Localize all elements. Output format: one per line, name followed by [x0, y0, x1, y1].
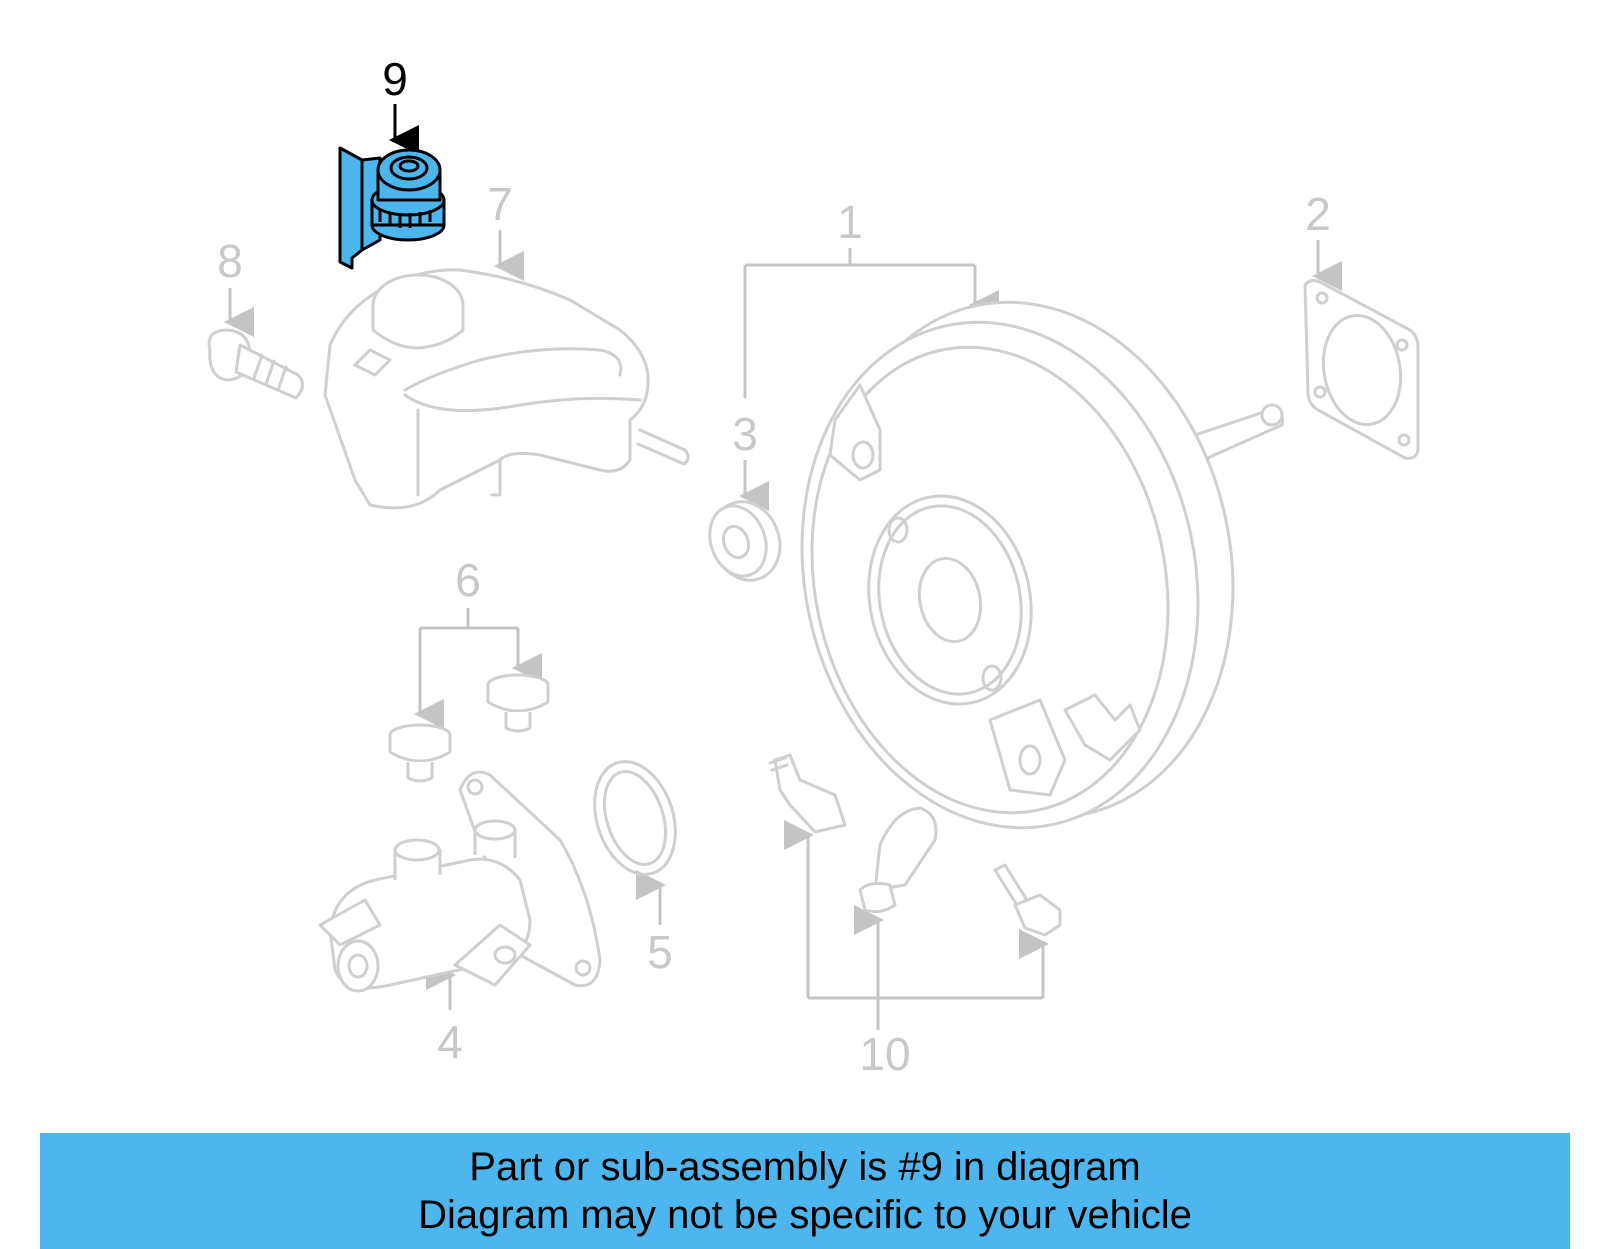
callout-2: 2: [1305, 188, 1331, 240]
part-1-brake-booster[interactable]: 1: [743, 196, 1284, 865]
callout-7: 7: [487, 178, 513, 230]
callout-5: 5: [647, 926, 673, 978]
banner-line-1: Part or sub-assembly is #9 in diagram: [469, 1145, 1141, 1189]
parts-diagram: 9 8 7 6: [207, 53, 1420, 1080]
callout-10: 10: [859, 1028, 910, 1080]
part-10-fittings[interactable]: 10: [768, 753, 1062, 1080]
part-9-bracket: [338, 146, 364, 270]
part-8-bolt[interactable]: 8: [207, 235, 304, 400]
info-banner: Part or sub-assembly is #9 in diagram Di…: [40, 1133, 1570, 1249]
part-3-seal[interactable]: 3: [700, 408, 790, 590]
part-9-highlighted[interactable]: 9: [338, 53, 446, 270]
callout-1: 1: [837, 196, 863, 248]
callout-9: 9: [382, 53, 408, 105]
callout-4: 4: [437, 1016, 463, 1068]
part-7-reservoir[interactable]: 7: [323, 178, 690, 510]
banner-line-2: Diagram may not be specific to your vehi…: [418, 1193, 1192, 1237]
part-6-grommets[interactable]: 6: [388, 554, 550, 783]
part-2-gasket[interactable]: 2: [1303, 188, 1420, 460]
part-4-master-cylinder[interactable]: 4: [318, 770, 602, 1068]
callout-8: 8: [217, 235, 243, 287]
callout-6: 6: [455, 554, 481, 606]
callout-3: 3: [732, 408, 758, 460]
part-5-oring[interactable]: 5: [581, 751, 689, 978]
